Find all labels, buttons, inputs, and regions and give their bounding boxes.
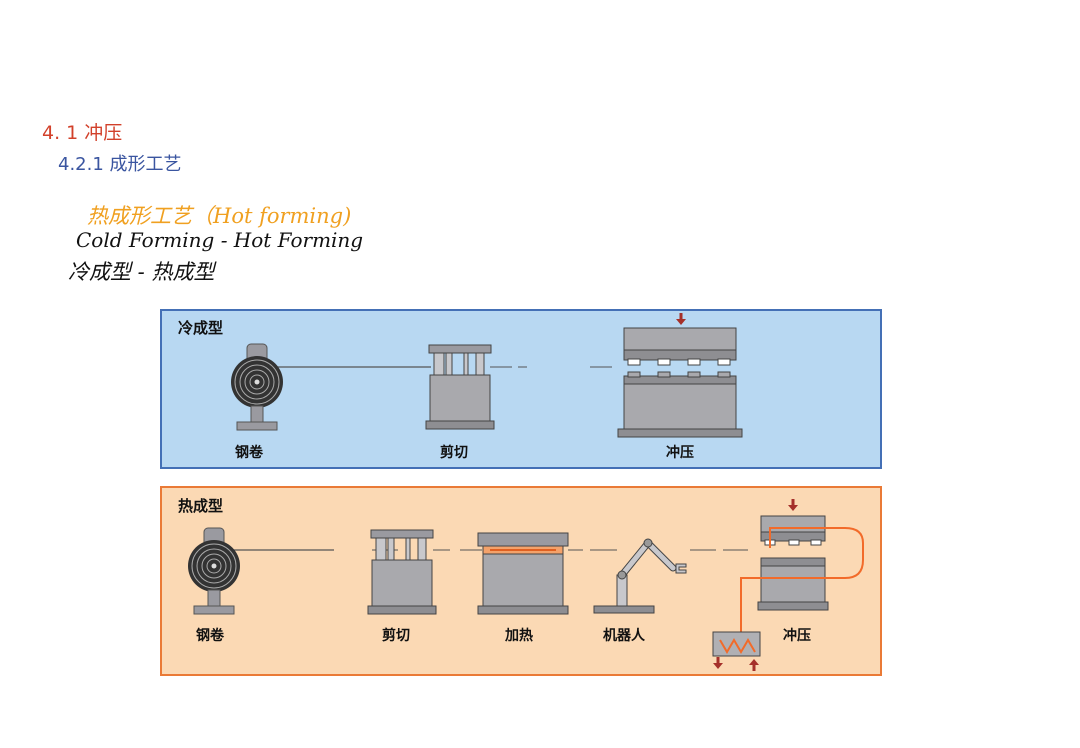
cooling-loop-line (740, 527, 864, 633)
heating-furnace-icon (477, 532, 569, 615)
hot-step-robot-label: 机器人 (603, 627, 646, 644)
heat-exchanger-icon (712, 631, 761, 657)
hot-forming-title: 热成形工艺（Hot forming) (87, 204, 352, 228)
cold-step-press-label: 冲压 (666, 444, 694, 461)
hot-panel-title: 热成型 (178, 497, 223, 515)
hot-step-heating-label: 加热 (504, 627, 533, 644)
hot-step-press-label: 冲压 (783, 627, 811, 644)
hot-press-machine-icon (757, 515, 829, 611)
cold-panel-title: 冷成型 (178, 319, 223, 337)
hot-forming-panel: 热成型 (160, 486, 882, 676)
cold-hot-forming-chinese: 冷成型 - 热成型 (68, 260, 215, 284)
robot-arm-icon (593, 538, 687, 614)
cold-step-shear-label: 剪切 (440, 444, 468, 461)
section-heading: 4. 1 冲压 (42, 122, 123, 144)
cold-step-coil-label: 钢卷 (235, 444, 264, 461)
cold-hot-forming-english: Cold Forming - Hot Forming (76, 228, 364, 252)
hot-step-shear-label: 剪切 (382, 627, 410, 644)
hot-step-coil-label: 钢卷 (196, 627, 225, 644)
press-machine-icon (617, 327, 743, 438)
subsection-heading: 4.2.1 成形工艺 (58, 154, 182, 175)
cold-forming-panel: 冷成型 钢卷 剪切 冲压 (160, 309, 882, 469)
